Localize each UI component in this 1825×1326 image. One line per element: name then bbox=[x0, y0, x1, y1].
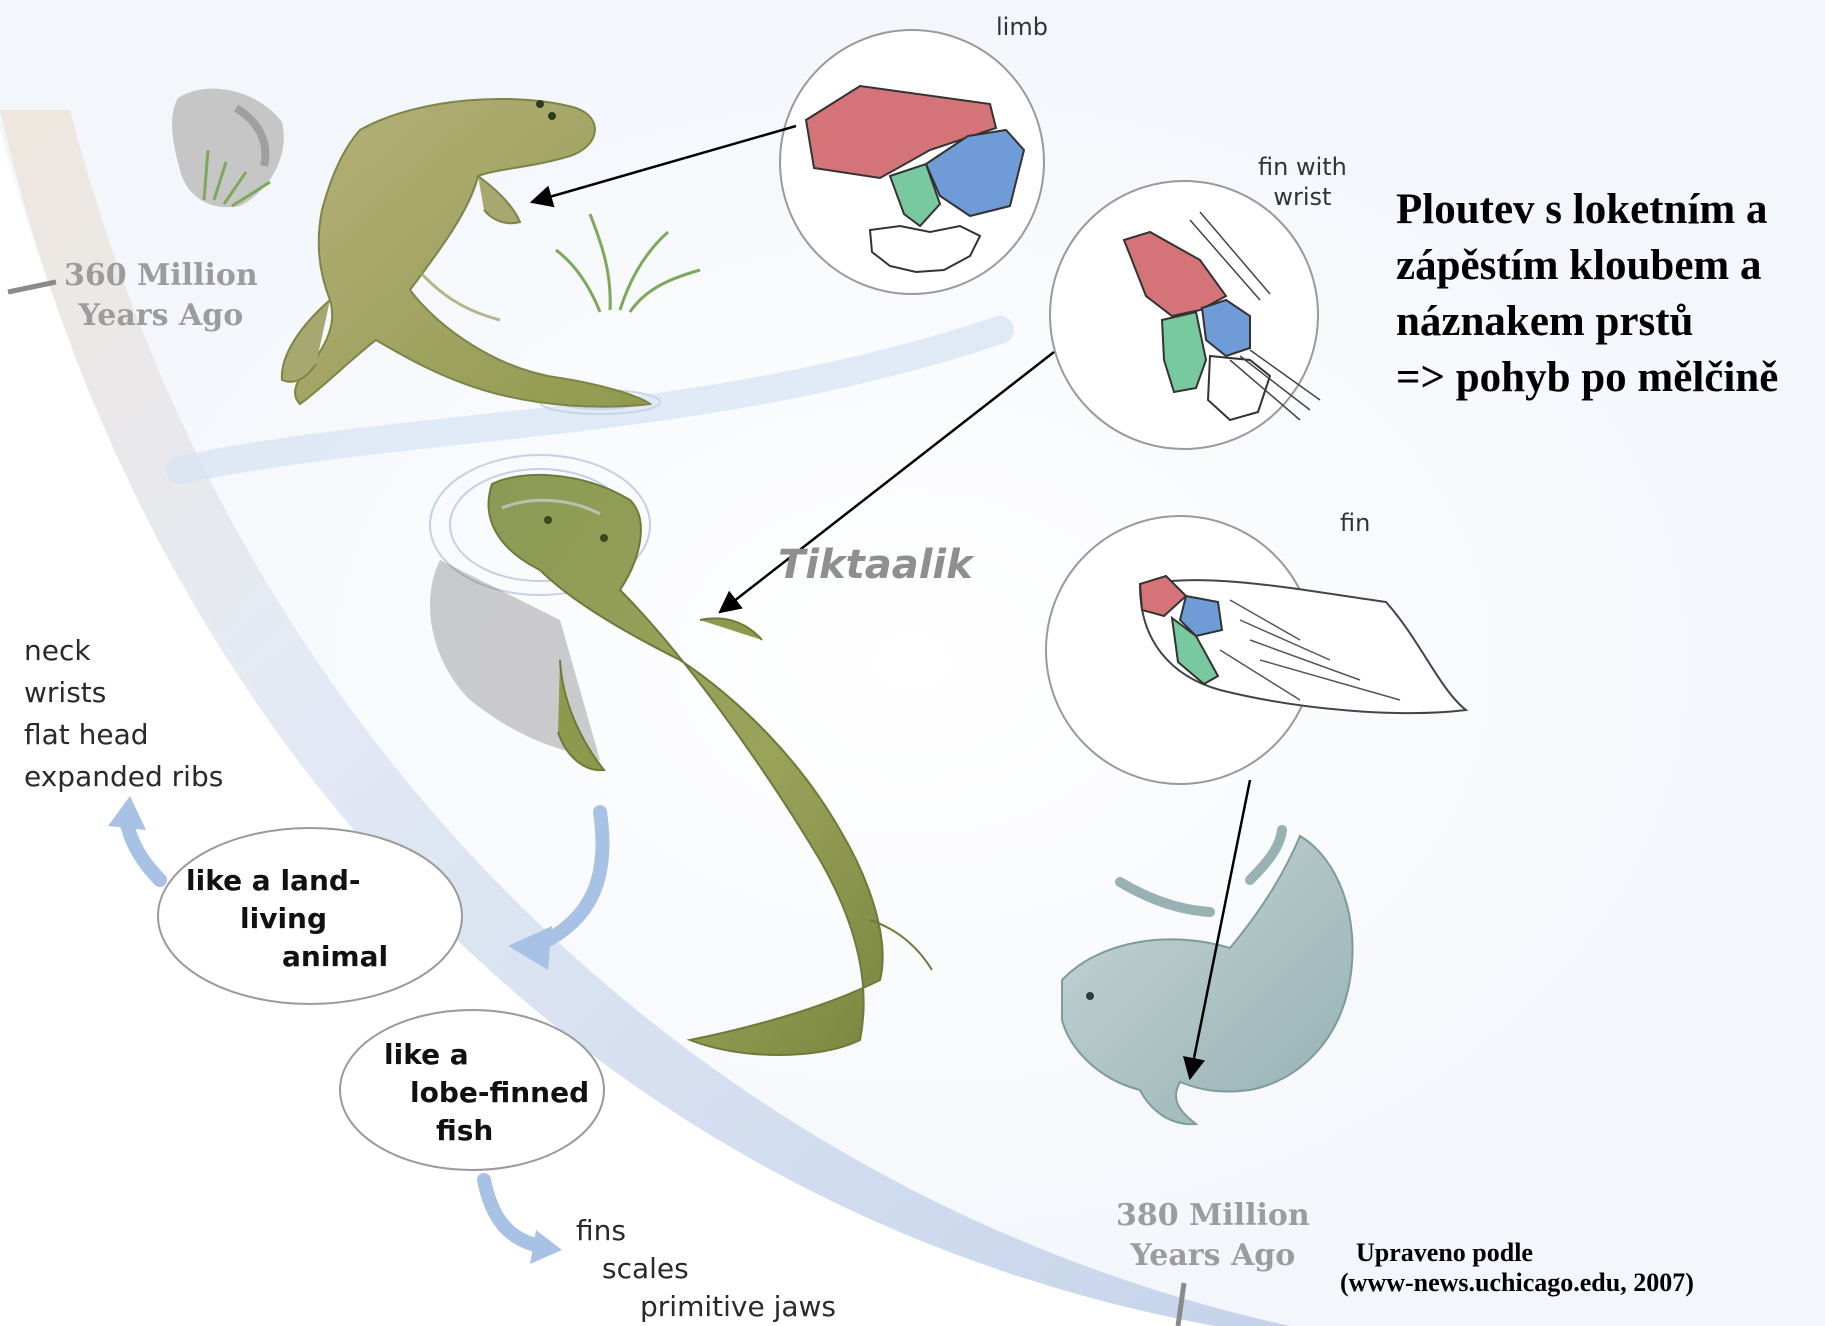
land-trait-item: wrists bbox=[24, 672, 223, 714]
fish-traits-list: fins scales primitive jaws bbox=[576, 1212, 836, 1326]
fish-bubble-line3: fish bbox=[384, 1112, 589, 1150]
fin-caption: fin bbox=[1340, 508, 1370, 538]
fin-with-wrist-caption: fin with wrist bbox=[1258, 152, 1347, 212]
source-credit: Upraveno podle (www-news.uchicago.edu, 2… bbox=[1340, 1238, 1694, 1298]
limb-detail bbox=[780, 30, 1044, 294]
land-bubble-line1: like a land- bbox=[186, 862, 388, 900]
source-credit-line1: Upraveno podle bbox=[1340, 1238, 1694, 1268]
czech-note-line1: Ploutev s loketním a bbox=[1396, 182, 1778, 238]
limb-caption: limb bbox=[996, 12, 1048, 42]
era-label-380: 380 Million Years Ago bbox=[1116, 1196, 1310, 1276]
tick-360 bbox=[8, 282, 56, 292]
land-traits-list: neck wrists flat head expanded ribs bbox=[24, 630, 223, 798]
fish-bubble-text: like a lobe-finned fish bbox=[384, 1036, 589, 1150]
land-bubble-line3: animal bbox=[186, 938, 388, 976]
czech-note: Ploutev s loketním a zápěstím kloubem a … bbox=[1396, 182, 1778, 406]
fish-trait-item: primitive jaws bbox=[576, 1288, 836, 1326]
land-trait-item: neck bbox=[24, 630, 223, 672]
land-bubble-text: like a land- living animal bbox=[186, 862, 388, 976]
fish-trait-item: fins bbox=[576, 1212, 836, 1250]
era-label-360: 360 Million Years Ago bbox=[64, 256, 258, 336]
czech-note-line4: => pohyb po mělčině bbox=[1396, 350, 1778, 406]
era-label-380-line2: Years Ago bbox=[1116, 1236, 1310, 1276]
fin-with-wrist-detail bbox=[1050, 181, 1320, 449]
land-trait-item: expanded ribs bbox=[24, 756, 223, 798]
fish-trait-item: scales bbox=[576, 1250, 836, 1288]
fish-bubble-line2: lobe-finned bbox=[384, 1074, 589, 1112]
source-credit-line2: (www-news.uchicago.edu, 2007) bbox=[1340, 1268, 1694, 1298]
czech-note-line3: náznakem prstů bbox=[1396, 294, 1778, 350]
fin-with-wrist-caption-line2: wrist bbox=[1258, 182, 1347, 212]
fish-bubble-line1: like a bbox=[384, 1036, 589, 1074]
era-label-380-line1: 380 Million bbox=[1116, 1196, 1310, 1236]
era-label-360-line1: 360 Million bbox=[64, 256, 258, 296]
land-trait-item: flat head bbox=[24, 714, 223, 756]
fin-with-wrist-caption-line1: fin with bbox=[1258, 152, 1347, 182]
era-label-360-line2: Years Ago bbox=[64, 296, 258, 336]
czech-note-line2: zápěstím kloubem a bbox=[1396, 238, 1778, 294]
species-label: Tiktaalik bbox=[778, 542, 973, 588]
land-bubble-line2: living bbox=[186, 900, 388, 938]
